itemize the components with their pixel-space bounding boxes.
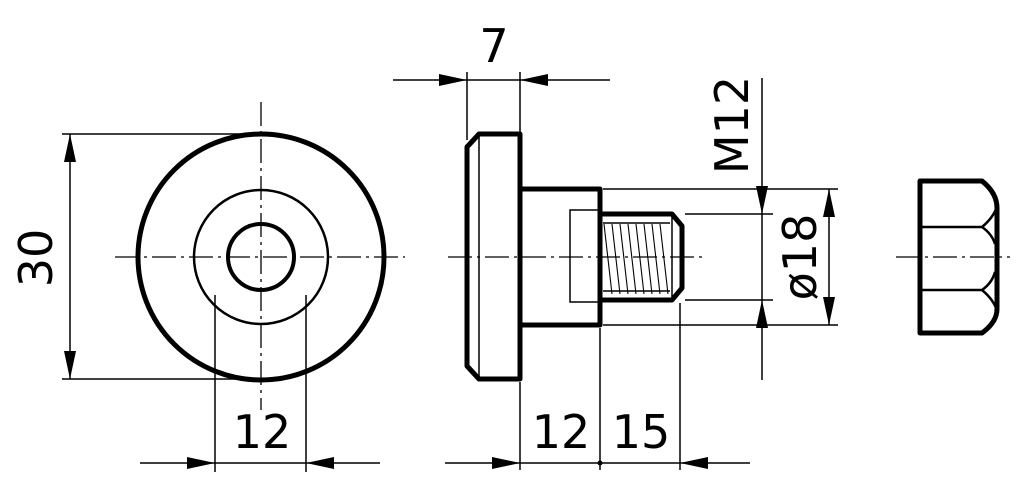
hex-edge-lower (920, 271, 997, 292)
arrow-12-side-left (492, 457, 520, 469)
front-view: 30 12 (9, 102, 405, 472)
arrow-30-top (64, 134, 76, 162)
dim-label-15: 15 (612, 405, 671, 459)
side-view: 7 M12 ø18 12 15 (393, 19, 838, 470)
arrow-12-front-right (306, 457, 334, 469)
hex-view (896, 178, 1010, 336)
dim-label-7: 7 (479, 19, 508, 73)
arrow-m12-top (756, 186, 768, 214)
dim-label-18: ø18 (773, 214, 827, 301)
shoulder-circle (192, 188, 330, 326)
socket-circle (226, 222, 296, 292)
dim-dot-junction (597, 460, 603, 466)
dim-label-30: 30 (9, 229, 63, 288)
dim-label-12-front: 12 (233, 405, 292, 459)
dim-label-m12: M12 (705, 76, 759, 174)
arrow-30-bottom (64, 351, 76, 379)
hex-edge-upper (920, 225, 997, 245)
arrow-7-left (439, 74, 467, 86)
hex-arc-top (981, 205, 999, 228)
head-outer-circle (135, 131, 387, 383)
arrow-12-front-left (187, 457, 215, 469)
arrow-18-bottom (823, 297, 835, 325)
arrow-18-top (823, 189, 835, 217)
thread-hatch (603, 223, 669, 295)
thread-profile (600, 211, 685, 303)
arrow-m12-bottom (756, 300, 768, 328)
hex-arc-bottom (981, 289, 999, 312)
dim-label-12-side: 12 (532, 405, 591, 459)
arrow-15-right (680, 457, 708, 469)
arrow-7-right (520, 74, 548, 86)
shoulder-relief (569, 209, 601, 303)
